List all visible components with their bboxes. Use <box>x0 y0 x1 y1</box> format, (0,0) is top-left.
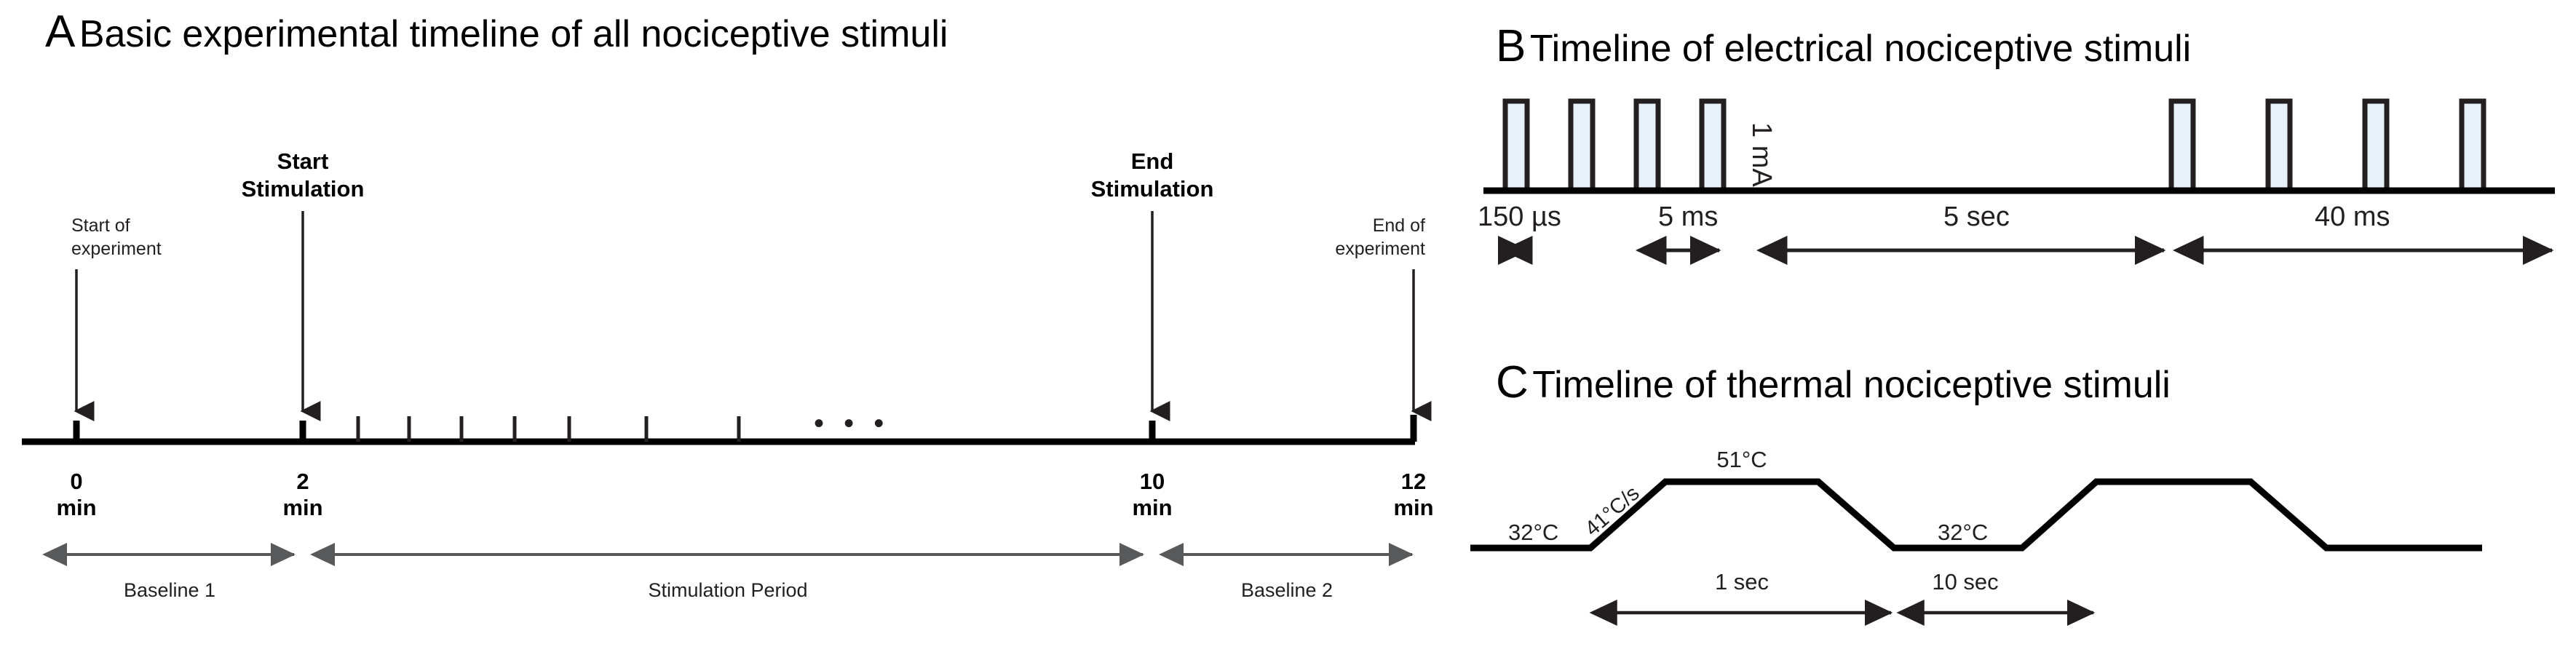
ellipsis-more-stimuli: • • • <box>814 407 889 440</box>
label-inter-train-interval: 5 sec <box>1943 202 2010 232</box>
label-start-stimulation-line2: Stimulation <box>242 176 365 202</box>
pulse-bar <box>2265 98 2293 193</box>
panel-c-letter: C <box>1496 357 1529 407</box>
bracket-label-baseline-1: Baseline 1 <box>124 579 215 601</box>
panel-a-diagram: Start of experiment Start Stimulation En… <box>22 148 1434 601</box>
bracket-label-baseline-2: Baseline 2 <box>1241 579 1333 601</box>
label-pulse-width: 150 µs <box>1478 202 1561 232</box>
axis-label-12-unit: min <box>1393 495 1433 520</box>
axis-label-2-unit: min <box>282 495 322 520</box>
label-peak-temp: 51°C <box>1716 447 1767 472</box>
panel-b-letter: B <box>1496 21 1527 71</box>
label-inter-pulse-interval: 5 ms <box>1658 202 1718 232</box>
panel-c-title-text: Timeline of thermal nociceptive stimuli <box>1532 364 2171 406</box>
axis-label-12-value: 12 <box>1401 469 1426 494</box>
pulse-bar <box>1699 98 1727 193</box>
panel-b-title-text: Timeline of electrical nociceptive stimu… <box>1529 28 2192 70</box>
label-baseline-temp-2: 32°C <box>1938 520 1988 545</box>
pulse-train-left <box>1502 98 1727 193</box>
axis-label-0-value: 0 <box>70 469 82 494</box>
label-end-of-experiment-line1: End of <box>1373 215 1425 236</box>
label-plateau-duration: 1 sec <box>1715 569 1769 595</box>
label-inter-stimulus-interval: 10 sec <box>1932 569 1998 595</box>
label-start-of-experiment-line2: experiment <box>71 239 162 259</box>
panel-c-thermal-stimuli: C Timeline of thermal nociceptive stimul… <box>1463 342 2576 660</box>
label-end-stimulation-line2: Stimulation <box>1091 176 1214 202</box>
panel-b-title: B Timeline of electrical nociceptive sti… <box>1496 20 2191 72</box>
label-baseline-temp-1: 32°C <box>1508 520 1558 545</box>
pulse-bar <box>2362 98 2390 193</box>
panel-a-letter: A <box>45 7 76 57</box>
panel-a-title-text: Basic experimental timeline of all nocic… <box>79 13 948 55</box>
panel-b-electrical-stimuli: B Timeline of electrical nociceptive sti… <box>1463 0 2576 342</box>
axis-label-10-value: 10 <box>1140 469 1165 494</box>
label-start-stimulation-line1: Start <box>277 148 329 174</box>
panel-a-experimental-timeline: A Basic experimental timeline of all noc… <box>22 6 1434 601</box>
axis-label-0-unit: min <box>56 495 96 520</box>
stimulation-event-ticks <box>356 416 741 442</box>
panel-a-title: A Basic experimental timeline of all noc… <box>45 6 948 57</box>
pulse-bar <box>1502 98 1530 193</box>
axis-label-2-value: 2 <box>296 469 309 494</box>
label-start-of-experiment-line1: Start of <box>71 215 130 236</box>
panel-c-title: C Timeline of thermal nociceptive stimul… <box>1496 357 2171 408</box>
pulse-train-right <box>2168 98 2486 193</box>
label-end-stimulation-line1: End <box>1131 148 1174 174</box>
panel-b-diagram: 1 mA 150 µs 5 ms 5 sec 40 ms <box>1478 98 2555 265</box>
pulse-bar <box>2459 98 2486 193</box>
label-train-duration: 40 ms <box>2315 202 2390 232</box>
axis-label-10-unit: min <box>1132 495 1172 520</box>
panel-c-diagram: 32°C 51°C 32°C 41°C/s 1 sec 10 sec <box>1470 447 2482 626</box>
pulse-bar <box>1568 98 1596 193</box>
pulse-bar <box>1633 98 1661 193</box>
label-end-of-experiment-line2: experiment <box>1335 239 1425 259</box>
thermal-waveform <box>1470 478 2482 552</box>
pulse-bar <box>2168 98 2196 193</box>
label-amplitude-1mA: 1 mA <box>1746 122 1777 187</box>
bracket-label-stimulation-period: Stimulation Period <box>648 579 807 601</box>
